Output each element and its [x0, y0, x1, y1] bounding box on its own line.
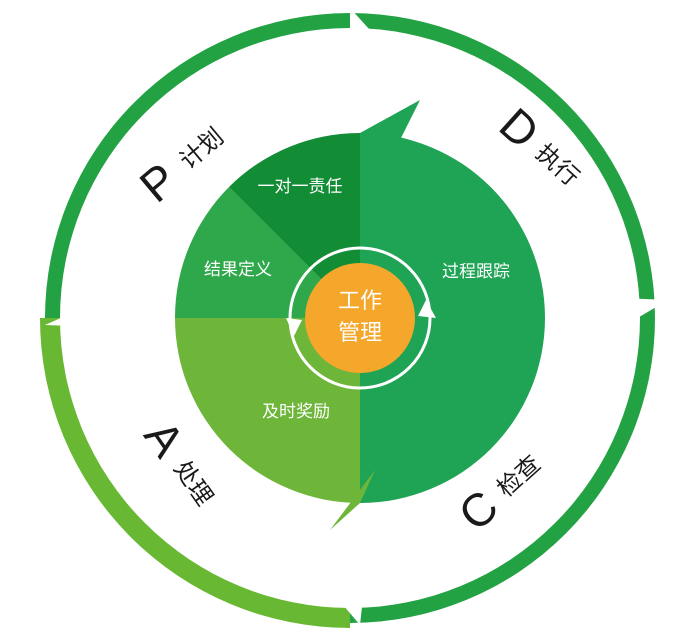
segment-responsibility — [229, 132, 360, 318]
arrow-head-left — [45, 285, 180, 330]
segment-result-definition — [174, 187, 360, 318]
center-label-line2: 管理 — [338, 321, 382, 346]
arrow-head-top — [350, 8, 420, 150]
center-label-line1: 工作 — [338, 289, 382, 314]
arrow-head-right — [545, 295, 668, 355]
segment-timely-reward — [175, 318, 360, 503]
center-circle — [305, 263, 415, 373]
inner-arrow-top-right — [360, 100, 420, 150]
label-process-tracking: 过程跟踪 — [442, 262, 510, 282]
center-arrow-left — [286, 318, 302, 336]
segment-process-tracking — [360, 133, 545, 503]
center-arrow-right — [418, 300, 436, 318]
label-result-definition: 结果定义 — [204, 260, 272, 280]
inner-arrow-bottom — [330, 470, 375, 530]
label-responsibility: 一对一责任 — [258, 177, 343, 197]
center-ring — [288, 246, 432, 390]
arrow-head-bottom — [305, 488, 375, 625]
label-timely-reward: 及时奖励 — [262, 402, 330, 422]
